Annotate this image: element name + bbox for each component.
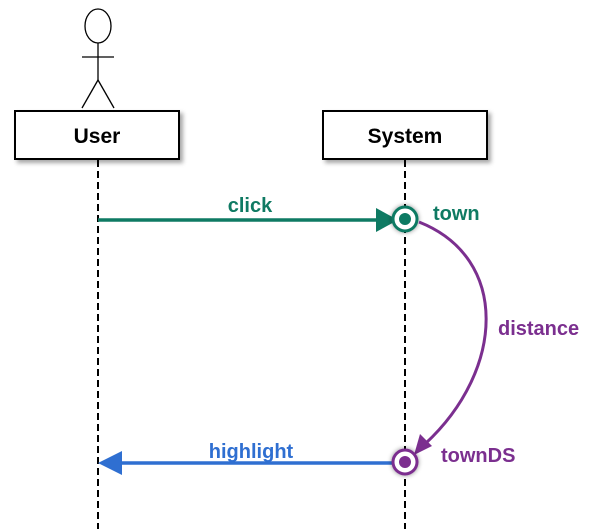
system-actor-box[interactable]: System (322, 110, 488, 160)
system-actor-label: System (368, 125, 443, 148)
distance-transition-arrow[interactable] (414, 220, 488, 455)
click-message-arrow[interactable] (98, 208, 398, 232)
distance-transition-label: distance (498, 318, 579, 340)
highlight-message-label: highlight (209, 441, 294, 463)
user-actor-label: User (74, 125, 121, 148)
town-state-node[interactable] (391, 205, 419, 233)
highlight-message-arrow[interactable] (98, 451, 398, 475)
user-actor-box[interactable]: User (14, 110, 180, 160)
click-message-label: click (228, 195, 273, 217)
user-actor-icon (81, 8, 115, 109)
townds-state-node[interactable] (391, 448, 419, 476)
town-state-label: town (433, 203, 480, 225)
townds-state-label: townDS (441, 445, 515, 467)
